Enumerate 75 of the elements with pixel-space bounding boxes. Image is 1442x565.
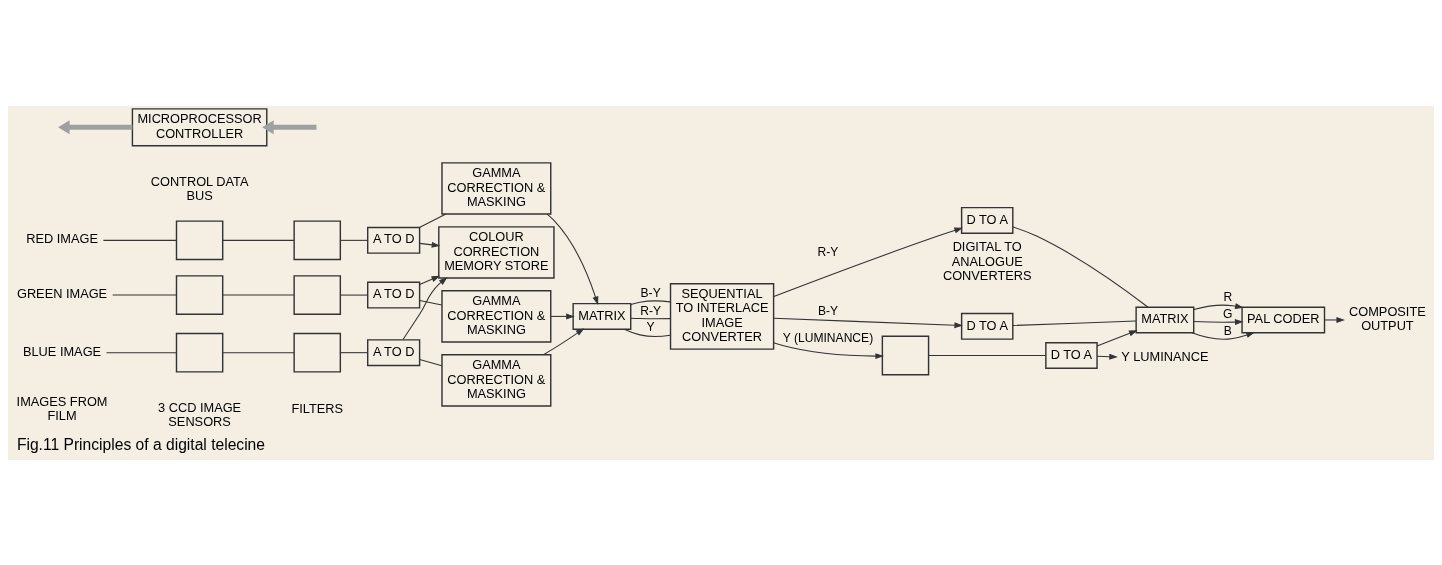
arrow <box>1191 331 1255 340</box>
edge-label: R <box>1223 289 1233 304</box>
label: FILTERS <box>291 400 344 416</box>
edge-label: R-Y <box>640 303 662 318</box>
node-box <box>293 274 342 315</box>
node-box: GAMMA CORRECTION & MASKING <box>441 161 552 215</box>
label: IMAGES FROM FILM <box>16 393 108 423</box>
connector <box>112 294 177 296</box>
arrow <box>419 241 441 248</box>
node-box: MICROPROCESSOR CONTROLLER <box>131 107 268 146</box>
arrow <box>1096 329 1138 346</box>
arrow <box>402 276 448 340</box>
arrow <box>773 227 963 297</box>
node-box <box>175 219 224 260</box>
label: CONTROL DATA BUS <box>150 173 249 203</box>
node-box <box>293 332 342 373</box>
edge-label: R-Y <box>817 244 839 259</box>
node-box: GAMMA CORRECTION & MASKING <box>441 353 552 407</box>
connector <box>418 213 447 228</box>
arrow <box>546 213 599 305</box>
connector <box>222 294 295 296</box>
node-box <box>293 219 342 260</box>
connector <box>1012 226 1149 308</box>
node-box <box>881 335 930 375</box>
arrow <box>543 327 585 355</box>
arrow <box>773 341 884 359</box>
node-box: MATRIX <box>572 302 632 330</box>
node-text: Y LUMINANCE <box>1121 348 1209 364</box>
node-text: RED IMAGE <box>26 230 98 246</box>
edge-label: G <box>1223 306 1233 321</box>
node-box: D TO A <box>960 206 1014 234</box>
node-text: COMPOSITE OUTPUT <box>1349 303 1426 333</box>
connector <box>222 351 295 353</box>
edge-label: Y <box>646 319 655 334</box>
connector <box>222 239 295 241</box>
connector <box>419 299 443 306</box>
node-box <box>175 274 224 315</box>
label: DIGITAL TO ANALOGUE CONVERTERS <box>942 238 1032 283</box>
connector <box>623 328 671 337</box>
arrow <box>1193 302 1244 310</box>
node-box: A TO D <box>367 226 421 254</box>
node-box: SEQUENTIAL TO INTERLACE IMAGE CONVERTER <box>669 282 775 350</box>
arrow <box>419 275 441 285</box>
connector <box>1012 319 1137 326</box>
edge-label: Y (LUMINANCE) <box>782 330 874 345</box>
node-box: D TO A <box>1045 341 1098 369</box>
node-text: GREEN IMAGE <box>16 285 108 301</box>
arrow <box>1324 316 1345 323</box>
connector <box>102 239 177 241</box>
node-box: D TO A <box>960 312 1014 340</box>
caption: Fig.11 Principles of a digital telecine <box>16 435 266 453</box>
node-box: A TO D <box>367 281 421 309</box>
arrow <box>262 119 317 134</box>
node-box: MATRIX <box>1135 305 1195 333</box>
node-box: PAL CODER <box>1241 305 1326 333</box>
connector <box>339 239 369 241</box>
node-box: COLOUR CORRECTION MEMORY STORE <box>438 225 555 279</box>
node-text: BLUE IMAGE <box>22 343 102 359</box>
connector <box>106 351 177 353</box>
node-box: GAMMA CORRECTION & MASKING <box>441 289 552 343</box>
node-box: A TO D <box>367 338 421 366</box>
connector <box>419 358 443 366</box>
connector <box>928 354 1047 356</box>
arrow <box>773 317 963 328</box>
arrow <box>58 119 133 134</box>
edge-label: B-Y <box>640 285 661 300</box>
edge-label: B <box>1223 323 1232 338</box>
connector <box>630 317 671 319</box>
edge-label: B-Y <box>817 303 839 318</box>
arrow <box>1193 318 1244 325</box>
connector <box>630 299 671 305</box>
node-box <box>175 332 224 373</box>
connector <box>339 294 369 296</box>
connector <box>339 351 369 353</box>
label: 3 CCD IMAGE SENSORS <box>158 399 242 429</box>
